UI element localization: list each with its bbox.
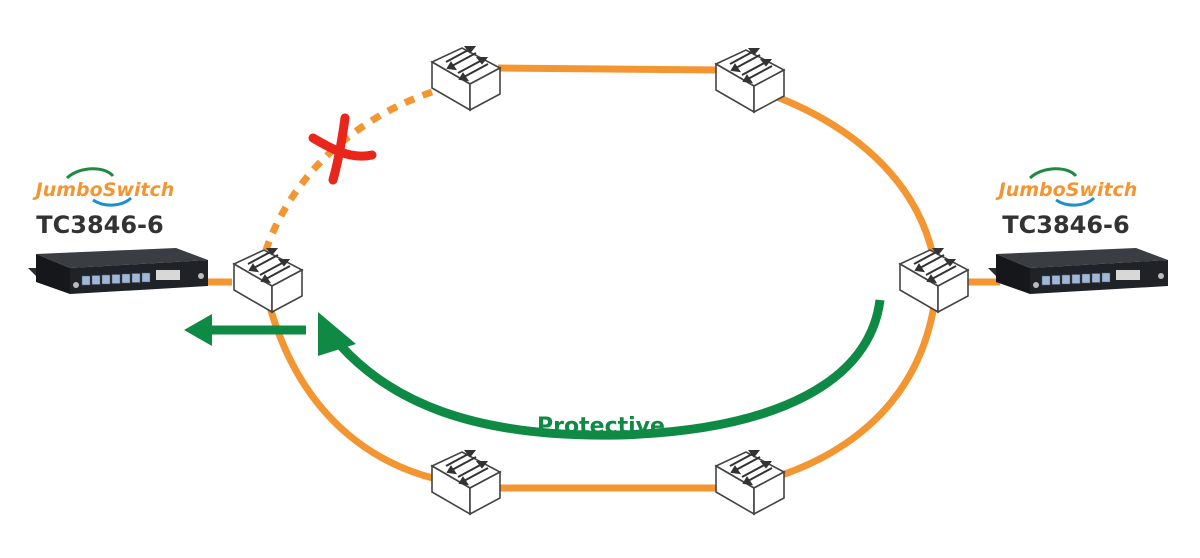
ethernet-switch-icon [899, 248, 969, 313]
right-device-brand-text: JumboSwitch [995, 179, 1138, 201]
ethernet-switch-icon [715, 48, 785, 113]
left-device-brand-swoosh [92, 196, 133, 207]
ring-node-top-right [715, 48, 785, 113]
x-mark-icon [308, 113, 377, 185]
arrow-left-icon [184, 314, 212, 346]
protective-path-label: Protective [537, 414, 665, 439]
ring-link-failed-dashed [262, 88, 434, 252]
ethernet-switch-icon [233, 248, 303, 313]
left-device-brand-text: JumboSwitch [32, 179, 175, 201]
ethernet-switch-icon [715, 450, 785, 515]
ring-link-right-topright [748, 84, 939, 269]
ring-link-top [497, 64, 719, 74]
ethernet-switch-icon [431, 46, 501, 111]
left-device [27, 247, 209, 295]
right-device-brand-arc [1028, 167, 1078, 180]
ethernet-switch-icon [431, 450, 501, 515]
ring-link-bottomright-right [744, 296, 939, 489]
left-device-brand-logo: JumboSwitch [32, 167, 175, 207]
ring-node-bottom-right [715, 450, 785, 515]
ring-node-left [233, 248, 303, 313]
protective-arrowhead [318, 312, 356, 356]
ring-node-bottom-left [431, 450, 501, 515]
ring-node-top-left [431, 46, 501, 111]
left-device-brand-arc [65, 167, 115, 180]
right-device-brand-logo: JumboSwitch [995, 167, 1138, 207]
industrial-switch-icon [987, 247, 1169, 295]
protective-path-curve [336, 299, 885, 440]
industrial-switch-icon [27, 247, 209, 295]
right-device [987, 247, 1169, 295]
right-device-model: TC3846-6 [1002, 211, 1129, 239]
x-mark-stroke-2 [328, 113, 350, 185]
right-device-brand-swoosh [1055, 196, 1096, 207]
left-device-model: TC3846-6 [36, 211, 163, 239]
ring-node-right [899, 248, 969, 313]
